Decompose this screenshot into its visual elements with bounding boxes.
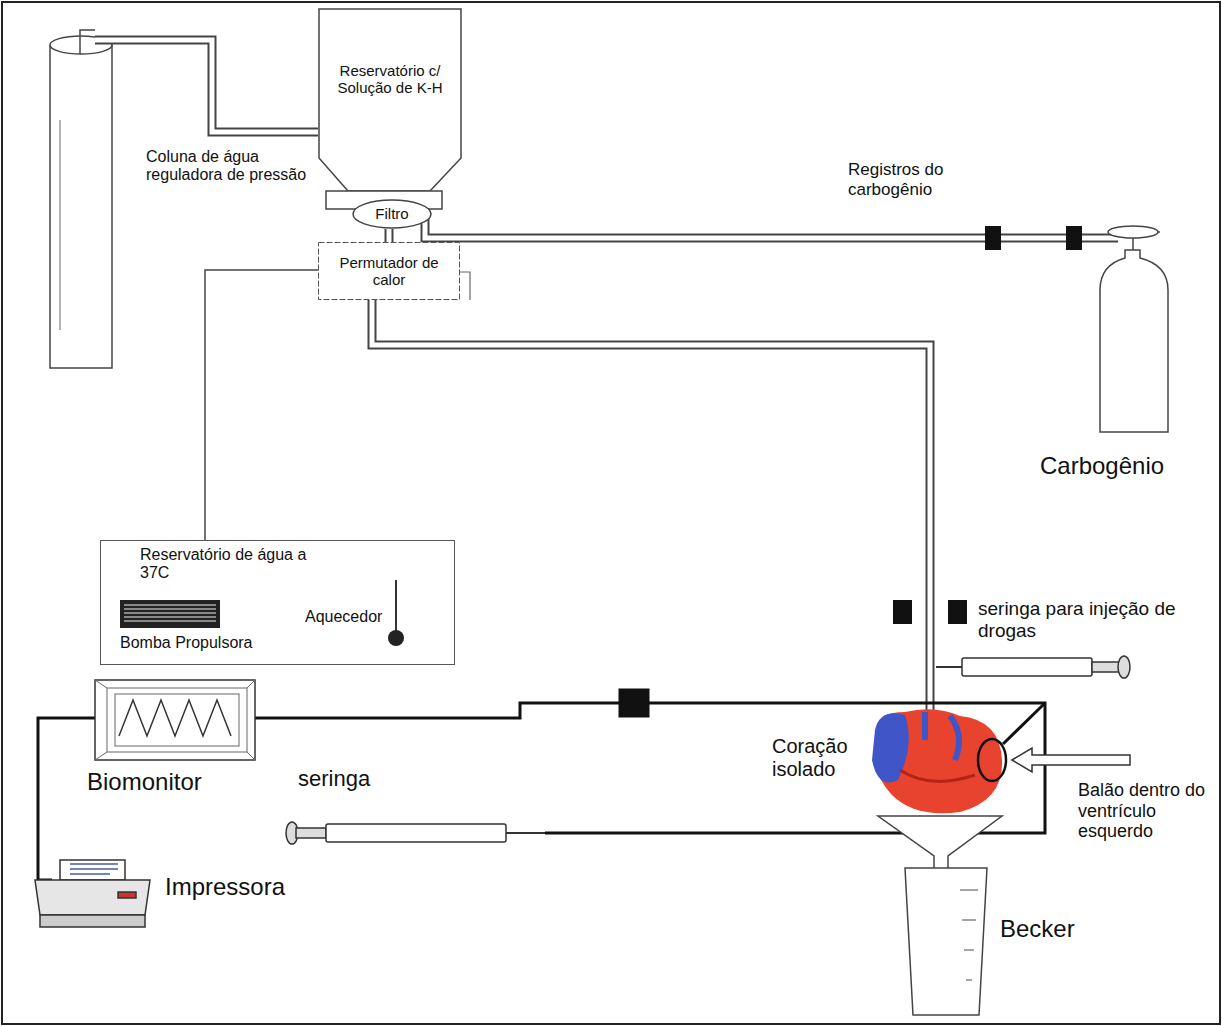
pointer-arrow [1012,748,1130,772]
carbogen-tube [425,205,1118,250]
node-text: Reservatório c/ Solução de K-H [326,62,454,97]
isolated-heart [872,709,1006,813]
reservoir-funnel: Reservatório c/ Solução de K-H [318,8,462,210]
drug-syringe [936,656,1130,678]
beaker-label: Becker [1000,915,1075,943]
tube-connector [205,270,318,540]
valve [893,600,912,624]
funnel-beaker [878,816,1002,1015]
syringe-label: seringa para injeção de drogas [978,598,1178,642]
tube-lumen [387,229,392,242]
reservoir-funnel-outline [318,8,462,210]
pressure-column [50,36,112,368]
valve-label: Registros do carbogênio [848,160,998,199]
balloon-label: Balão dentro do ventrículo esquerdo [1078,780,1206,842]
valve [948,600,967,624]
filter-ellipse: Filtro [352,199,432,229]
node-text: Filtro [375,205,408,222]
tube-connector [389,229,390,242]
node-text: Aquecedor [305,608,382,626]
valve [985,226,1001,250]
carbogen-bottle [1100,226,1168,432]
column-tube [80,30,318,132]
node-text: Biomonitor [87,768,202,796]
signal-wires [38,690,1045,880]
balloon [978,739,1006,781]
biomonitor-box: Biomonitor [85,676,260,802]
gas-label: Carbogênio [1040,452,1164,480]
balloon-syringe [286,822,545,844]
node-text: Bomba Propulsora [120,634,253,652]
column-label: Coluna de água reguladora de pressão [146,148,321,185]
printer-icon [35,860,150,927]
syringe-label: seringa [298,766,370,791]
printer-label: Impressora [165,873,285,901]
node-text: Permutador de calor [339,254,439,289]
perfusion-tube [372,272,967,714]
water-bath-box: Reservatório de água a 37C AquecedorBomba… [100,540,455,665]
heart-label: Coração isolado [772,735,870,781]
valve [1066,226,1082,250]
heat-exchanger-box: Permutador de calor [318,242,460,300]
node-text: Reservatório de água a 37C [140,546,310,583]
